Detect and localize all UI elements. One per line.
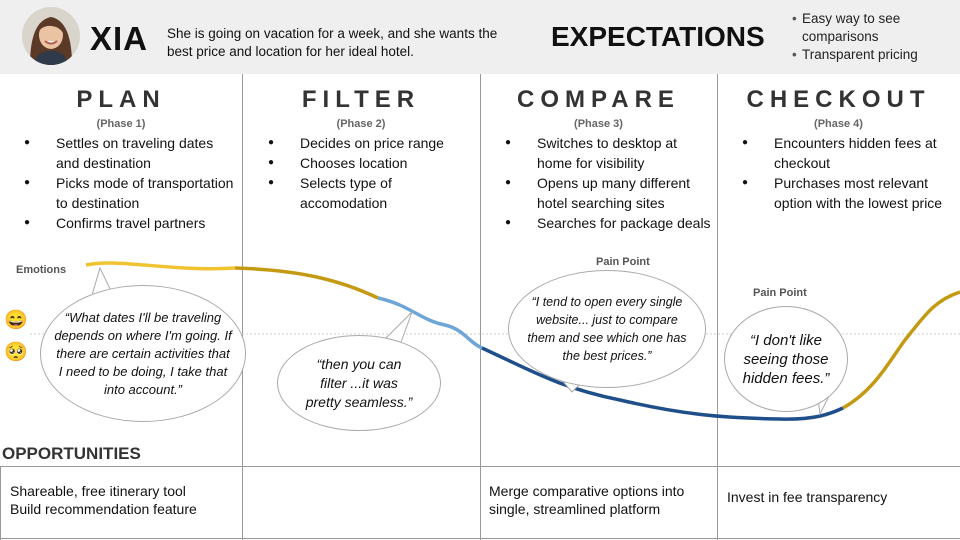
- pain-point-label: Pain Point: [753, 287, 807, 299]
- quote-text: “I tend to open every single website... …: [527, 295, 687, 363]
- emotions-label: Emotions: [16, 264, 67, 276]
- phase-title-filter: FILTER: [301, 86, 421, 113]
- curve-segment-filter-start: [234, 266, 379, 300]
- bottom-border: [0, 538, 960, 539]
- quote-text: “then you can filter ...it was pretty se…: [305, 355, 413, 410]
- phase-steps-plan: Settles on traveling dates and destinati…: [24, 133, 234, 233]
- phase-steps-filter: Decides on price range Chooses location …: [268, 133, 473, 213]
- step-item: Opens up many different hotel searching …: [505, 173, 710, 213]
- opportunity-plan: Shareable, free itinerary tool Build rec…: [10, 483, 197, 517]
- step-item: Chooses location: [268, 153, 473, 173]
- persona-name: XIA: [90, 20, 149, 57]
- bubble-tail: [383, 311, 413, 346]
- avatar: [22, 7, 80, 65]
- curve-segment-checkout: [842, 290, 960, 410]
- phase-steps-checkout: Encounters hidden fees at checkout Purch…: [742, 133, 952, 213]
- curve-segment-plan: [85, 261, 236, 271]
- persona-description: She is going on vacation for a week, and…: [167, 26, 498, 59]
- column-divider: [480, 74, 481, 540]
- step-item: Selects type of accomodation: [268, 173, 420, 213]
- expectation-item: Transparent pricing: [792, 46, 932, 64]
- step-item: Confirms travel partners: [24, 213, 234, 233]
- opportunities-divider: [0, 466, 960, 467]
- step-item: Encounters hidden fees at checkout: [742, 133, 952, 173]
- column-divider: [0, 466, 1, 540]
- opportunities-title: OPPORTUNITIES: [2, 444, 141, 463]
- column-divider: [242, 74, 243, 540]
- step-item: Switches to desktop at home for visibili…: [505, 133, 710, 173]
- curve-segment-compare: [481, 346, 844, 421]
- quote-text: “I don't like seeing those hidden fees.”: [742, 331, 830, 387]
- quote-bubble-filter: “then you can filter ...it was pretty se…: [277, 335, 441, 431]
- phase-subtitle: (Phase 3): [574, 118, 623, 130]
- curve-segment-filter-end: [377, 296, 483, 350]
- phase-title-checkout: CHECKOUT: [746, 86, 931, 113]
- opportunity-compare: Merge comparative options into single, s…: [489, 483, 685, 517]
- quote-text: “What dates I'll be traveling depends on…: [54, 309, 232, 397]
- phase-subtitle: (Phase 4): [814, 118, 863, 130]
- pleading-face-icon: 🥺: [4, 342, 28, 363]
- phase-subtitle: (Phase 1): [96, 118, 146, 130]
- phase-title-compare: COMPARE: [517, 86, 680, 113]
- step-item: Purchases most relevant option with the …: [742, 173, 952, 213]
- phase-title-plan: PLAN: [76, 86, 166, 113]
- grinning-face-icon: 😄: [4, 310, 28, 331]
- phase-subtitle: (Phase 2): [336, 118, 386, 130]
- step-item: Picks mode of transportation to destinat…: [24, 173, 234, 213]
- quote-bubble-checkout: “I don't like seeing those hidden fees.”: [724, 306, 848, 412]
- step-item: Settles on traveling dates and destinati…: [24, 133, 234, 173]
- column-divider: [717, 74, 718, 540]
- pain-point-label: Pain Point: [596, 256, 650, 268]
- opportunity-checkout: Invest in fee transparency: [727, 489, 888, 505]
- step-item: Decides on price range: [268, 133, 473, 153]
- quote-bubble-plan: “What dates I'll be traveling depends on…: [40, 285, 246, 422]
- step-item: Searches for package deals: [505, 213, 712, 233]
- expectations-title: EXPECTATIONS: [551, 21, 765, 52]
- phase-steps-compare: Switches to desktop at home for visibili…: [505, 133, 712, 233]
- persona-header: XIA She is going on vacation for a week,…: [0, 0, 960, 74]
- expectations-list: Easy way to see comparisons Transparent …: [792, 10, 932, 64]
- expectation-item: Easy way to see comparisons: [792, 10, 932, 46]
- quote-bubble-compare: “I tend to open every single website... …: [508, 270, 706, 388]
